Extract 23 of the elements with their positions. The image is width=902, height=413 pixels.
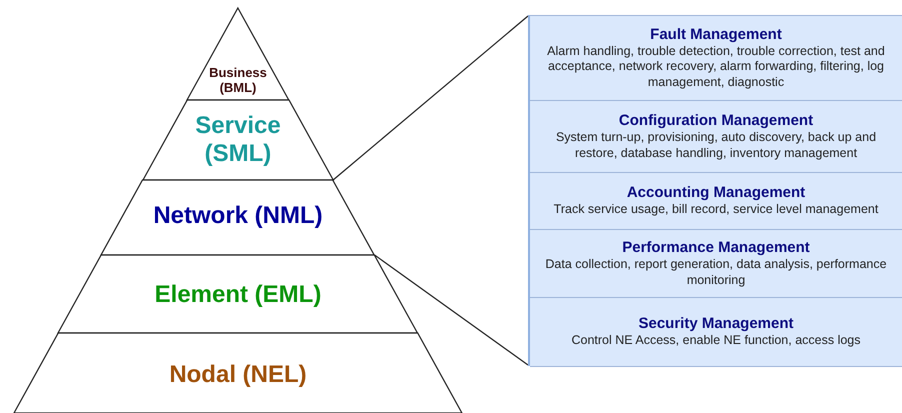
category-description: Alarm handling, trouble detection, trouble correction, test and acceptance, network recovery, alarm forwarding, filtering, log management, diagnostic <box>546 44 886 90</box>
category-title: Fault Management <box>650 26 782 44</box>
pyramid-level <box>142 100 334 180</box>
connector-line <box>332 16 528 180</box>
management-panel <box>528 15 902 366</box>
category-title: Configuration Management <box>618 112 814 130</box>
category-title: Performance Management <box>622 239 810 257</box>
category-description: System turn-up, provisioning, auto discovery, back up and restore, database handling, inventory management <box>554 130 878 161</box>
category-title: Security Management <box>638 315 794 334</box>
category-description: Control NE Access, enable NE function, access logs <box>570 333 862 349</box>
category-description: Track service usage, bill record, service level management <box>552 202 880 218</box>
level-label: Business (BML) <box>208 66 268 96</box>
pyramid-level <box>187 8 289 100</box>
level-label: Element (EML) <box>154 281 322 309</box>
pyramid-level <box>14 333 462 413</box>
pyramid-level <box>101 180 375 255</box>
category-description: Data collection, report generation, data analysis, performance monitoring <box>544 257 888 288</box>
pyramid-level <box>58 255 418 333</box>
level-label: Nodal (NEL) <box>168 361 308 389</box>
level-label: Service (SML) <box>194 112 282 168</box>
connector-line <box>374 254 528 366</box>
category-title: Accounting Management <box>626 184 806 202</box>
level-label: Network (NML) <box>152 202 324 230</box>
